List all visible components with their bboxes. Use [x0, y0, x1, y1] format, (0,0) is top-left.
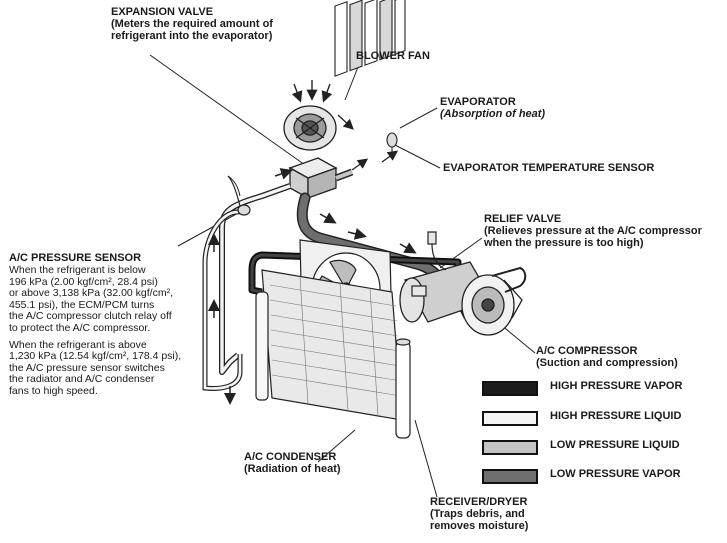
leader-ac-condenser — [317, 429, 356, 463]
ac-compressor — [399, 261, 527, 336]
ac-condenser-desc: (Radiation of heat) — [244, 463, 341, 475]
legend-swatch-low-pressure-vapor — [482, 469, 538, 484]
expansion-valve-desc: (Meters the required amount of refrigera… — [111, 18, 273, 42]
leader-lines — [149, 54, 536, 498]
ac-pressure-sensor-description: When the refrigerant is below 196 kPa (2… — [9, 264, 214, 398]
label-blower-fan: BLOWER FAN — [356, 50, 430, 62]
leader-evap-temp-sensor — [394, 144, 441, 169]
label-ac-compressor: A/C COMPRESSOR (Suction and compression) — [536, 345, 678, 369]
legend-swatch-high-pressure-vapor — [482, 381, 538, 396]
label-ac-condenser: A/C CONDENSER (Radiation of heat) — [244, 451, 341, 475]
blower-fan-title: BLOWER FAN — [356, 50, 430, 62]
relief-valve-title: RELIEF VALVE — [484, 213, 562, 225]
relief-valve — [411, 231, 447, 297]
legend-label-high-pressure-vapor: HIGH PRESSURE VAPOR — [550, 380, 683, 392]
legend-swatch-low-pressure-liquid — [482, 440, 538, 455]
leader-receiver-dryer — [414, 419, 438, 498]
legend-swatch-high-pressure-liquid — [482, 411, 538, 426]
ac-compressor-title: A/C COMPRESSOR — [536, 345, 638, 357]
legend-label-low-pressure-liquid: LOW PRESSURE LIQUID — [550, 439, 680, 451]
ac-condenser — [255, 269, 411, 439]
blower-fan — [283, 105, 337, 151]
ac-compressor-desc: (Suction and compression) — [536, 357, 678, 369]
label-evaporator: EVAPORATOR (Absorption of heat) — [440, 96, 545, 120]
label-ac-pressure-sensor: A/C PRESSURE SENSOR — [9, 252, 141, 264]
legend-item-high-pressure-liquid: HIGH PRESSURE LIQUID — [482, 408, 722, 426]
label-relief-valve: RELIEF VALVE (Relieves pressure at the A… — [484, 213, 702, 249]
ac-pressure-sensor — [227, 175, 251, 216]
ac-pressure-sensor-para1: When the refrigerant is below 196 kPa (2… — [9, 264, 174, 334]
relief-valve-desc: (Relieves pressure at the A/C compressor… — [484, 225, 702, 249]
legend-item-low-pressure-liquid: LOW PRESSURE LIQUID — [482, 437, 722, 455]
receiver-dryer — [395, 341, 411, 439]
evaporator-airflow-arrows — [337, 114, 399, 171]
evaporator-desc: (Absorption of heat) — [440, 108, 546, 120]
leader-evaporator — [399, 107, 438, 129]
wire-harness — [227, 175, 241, 197]
legend-label-high-pressure-liquid: HIGH PRESSURE LIQUID — [550, 410, 682, 422]
ac-pressure-sensor-para2: When the refrigerant is above 1,230 kPa … — [9, 338, 182, 397]
evaporator-core — [334, 0, 406, 77]
ac-condenser-title: A/C CONDENSER — [244, 451, 337, 463]
blower-airflow-arrows — [291, 80, 333, 103]
expansion-valve — [288, 157, 338, 200]
leader-expansion-valve — [149, 54, 306, 166]
legend-item-high-pressure-vapor: HIGH PRESSURE VAPOR — [482, 378, 722, 396]
leader-ac-pressure-sensor — [177, 211, 241, 247]
ac-pressure-sensor-title: A/C PRESSURE SENSOR — [9, 252, 142, 264]
label-receiver-dryer: RECEIVER/DRYER (Traps debris, and remove… — [430, 496, 528, 532]
evap-temp-sensor-title: EVAPORATOR TEMPERATURE SENSOR — [443, 162, 655, 174]
expansion-valve-title: EXPANSION VALVE — [111, 6, 214, 18]
evap-temp-sensor — [386, 132, 398, 156]
label-evap-temp-sensor: EVAPORATOR TEMPERATURE SENSOR — [443, 162, 654, 174]
receiver-dryer-title: RECEIVER/DRYER — [430, 496, 528, 508]
legend-item-low-pressure-vapor: LOW PRESSURE VAPOR — [482, 466, 722, 484]
legend-label-low-pressure-vapor: LOW PRESSURE VAPOR — [550, 468, 681, 480]
receiver-dryer-desc: (Traps debris, and removes moisture) — [430, 508, 529, 532]
label-expansion-valve: EXPANSION VALVE (Meters the required amo… — [111, 6, 273, 42]
evaporator-title: EVAPORATOR — [440, 96, 516, 108]
